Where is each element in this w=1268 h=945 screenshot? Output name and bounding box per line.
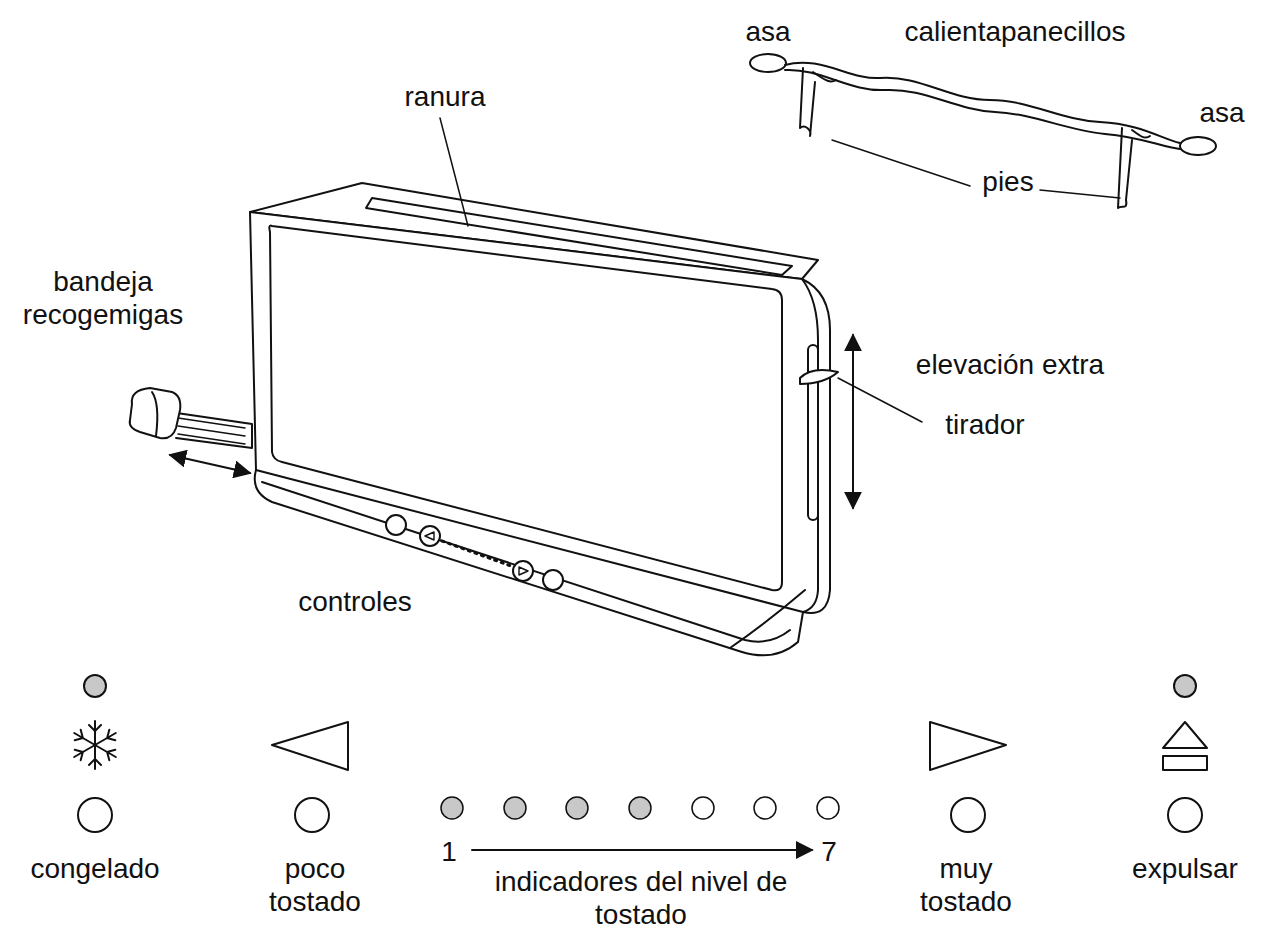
level-indicator [817, 797, 839, 819]
level-indicator [566, 797, 588, 819]
bun-warmer [750, 54, 1216, 208]
part-label: bandeja recogemigas [16, 265, 191, 331]
level-indicator [754, 797, 776, 819]
crumb-tray [130, 388, 252, 473]
part-label: 7 [821, 835, 837, 868]
control-panel [71, 675, 1207, 850]
part-label: elevación extra [916, 348, 1104, 381]
part-label: poco tostado [250, 852, 380, 918]
level-indicator [692, 797, 714, 819]
part-label: asa [745, 15, 790, 48]
level-indicator [504, 797, 526, 819]
part-label: tirador [945, 408, 1024, 441]
part-label: 1 [441, 835, 457, 868]
part-label: congelado [30, 852, 159, 885]
part-label: calientapanecillos [904, 15, 1125, 48]
level-indicator [629, 797, 651, 819]
part-label: muy tostado [906, 852, 1026, 918]
part-label: pies [982, 165, 1033, 198]
lever [800, 335, 853, 520]
snowflake-icon [71, 721, 119, 769]
toaster-body [250, 183, 830, 655]
level-indicator [441, 797, 463, 819]
leader-lines [440, 118, 1120, 422]
part-label: ranura [405, 80, 486, 113]
part-label: asa [1199, 96, 1244, 129]
part-label: controles [298, 585, 412, 618]
base-controls [386, 515, 563, 590]
part-label: indicadores del nivel de tostado [491, 865, 791, 931]
part-label: expulsar [1132, 852, 1238, 885]
